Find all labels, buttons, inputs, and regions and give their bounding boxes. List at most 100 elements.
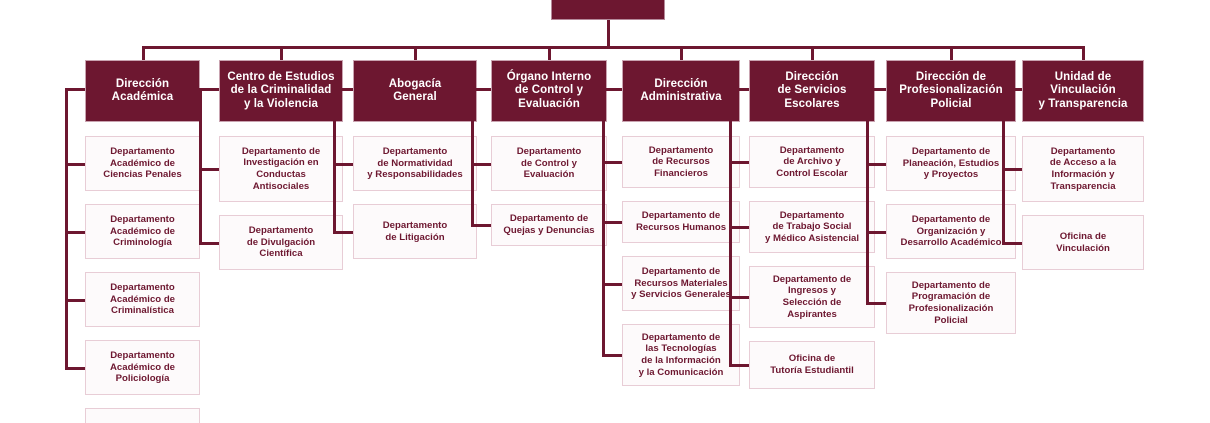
department-label: Departamento de Ingresos y Selección de …	[772, 273, 852, 320]
division-head-abogacia-general[interactable]: Abogacía General	[353, 60, 477, 122]
department-label: Oficina de Tutoría Estudiantil	[770, 353, 854, 376]
division-head-direccion-profesionalizacion-policial[interactable]: Dirección de Profesionalización Policial	[886, 60, 1016, 122]
division-head-direccion-administrativa[interactable]: Dirección Administrativa	[622, 60, 740, 122]
child-stub-connector	[729, 296, 749, 299]
division-head-label: Unidad de Vinculación y Transparencia	[1038, 70, 1128, 110]
division-head-label: Dirección Administrativa	[640, 77, 722, 104]
org-column-direccion-servicios-escolares: Dirección de Servicios Escolares	[749, 60, 875, 122]
division-head-direccion-servicios-escolares[interactable]: Dirección de Servicios Escolares	[749, 60, 875, 122]
child-stub-connector	[602, 221, 622, 224]
child-stub-connector	[471, 162, 491, 166]
child-stub-connector	[199, 168, 219, 171]
child-stub-connector	[602, 161, 622, 164]
org-column-organo-interno-control: Órgano Interno de Control y Evaluación	[491, 60, 607, 122]
bus-drop-connector	[950, 46, 953, 60]
department-box[interactable]: Departamento Académico de Policiología	[85, 340, 200, 395]
department-label: Departamento de Recursos Humanos	[635, 210, 727, 233]
child-stub-connector	[471, 224, 491, 227]
division-head-direccion-academica[interactable]: Dirección Académica	[85, 60, 200, 122]
child-stub-connector	[866, 230, 886, 234]
department-box[interactable]: Departamento de Recursos Financieros	[622, 136, 740, 188]
org-column-direccion-profesionalizacion-policial: Dirección de Profesionalización Policial	[886, 60, 1016, 122]
department-box[interactable]: Departamento de Investigación en Conduct…	[219, 136, 343, 202]
division-head-label: Dirección de Profesionalización Policial	[899, 70, 1003, 110]
department-box[interactable]: Departamento de Divulgación Científica	[219, 215, 343, 270]
department-label: Departamento de Litigación	[382, 219, 448, 243]
column-spine-connector	[199, 88, 202, 245]
department-label: Departamento Académico de Ciencias Penal…	[103, 146, 182, 181]
bus-drop-connector	[548, 46, 551, 60]
column-spine-connector	[471, 88, 474, 227]
division-head-label: Órgano Interno de Control y Evaluación	[506, 70, 592, 110]
department-label: Departamento de Archivo y Control Escola…	[776, 144, 848, 179]
child-stub-connector	[333, 162, 353, 166]
root-stem-connector	[607, 20, 610, 48]
department-label: Departamento de Normatividad y Responsab…	[367, 146, 463, 181]
department-box[interactable]: Departamento de Control y Evaluación	[491, 136, 607, 191]
org-column-direccion-academica: Dirección Académica	[85, 60, 200, 122]
department-box[interactable]: Departamento de Programación de Profesio…	[886, 272, 1016, 334]
department-box[interactable]: Departamento de Litigación	[353, 204, 477, 259]
head-elbow-connector	[471, 88, 491, 91]
root-node[interactable]	[551, 0, 665, 20]
bus-drop-connector	[680, 46, 683, 60]
column-spine-connector	[65, 88, 68, 370]
department-box[interactable]: Departamento de Planeación, Estudios y P…	[886, 136, 1016, 191]
department-label: Oficina de Vinculación	[1056, 230, 1110, 254]
bus-drop-connector	[414, 46, 417, 60]
child-stub-connector	[866, 162, 886, 166]
department-box[interactable]: Departamento de Acceso a la Información …	[1022, 136, 1144, 202]
department-box[interactable]	[85, 408, 200, 423]
column-spine-connector	[333, 88, 336, 234]
department-label: Departamento de Control y Evaluación	[516, 146, 582, 181]
department-box[interactable]: Departamento de Archivo y Control Escola…	[749, 136, 875, 188]
department-box[interactable]: Departamento de las Tecnologías de la In…	[622, 324, 740, 386]
horizontal-bus-connector	[142, 46, 1083, 49]
department-box[interactable]: Departamento de Quejas y Denuncias	[491, 204, 607, 246]
department-box[interactable]: Departamento de Ingresos y Selección de …	[749, 266, 875, 328]
column-spine-connector	[866, 88, 869, 305]
department-box[interactable]: Departamento Académico de Criminalística	[85, 272, 200, 327]
column-spine-connector	[602, 88, 605, 357]
division-head-label: Dirección Académica	[111, 77, 174, 104]
column-spine-connector	[1002, 88, 1005, 245]
child-stub-connector	[1002, 241, 1022, 245]
bus-drop-connector	[1082, 46, 1085, 60]
department-label: Departamento de Quejas y Denuncias	[503, 213, 595, 236]
child-stub-connector	[729, 364, 749, 367]
department-box[interactable]: Departamento de Normatividad y Responsab…	[353, 136, 477, 191]
child-stub-connector	[65, 298, 85, 302]
department-label: Departamento de Acceso a la Información …	[1049, 145, 1117, 192]
child-stub-connector	[1002, 168, 1022, 171]
division-head-label: Abogacía General	[388, 77, 442, 104]
department-box[interactable]: Departamento de Recursos Humanos	[622, 201, 740, 243]
bus-drop-connector	[811, 46, 814, 60]
department-label: Departamento de Programación de Profesio…	[908, 279, 994, 326]
department-label: Departamento de Divulgación Científica	[246, 225, 316, 260]
bus-drop-connector	[141, 46, 145, 60]
department-box[interactable]: Departamento de Recursos Materiales y Se…	[622, 256, 740, 311]
org-column-centro-estudios-criminalidad: Centro de Estudios de la Criminalidad y …	[219, 60, 343, 122]
department-box[interactable]: Departamento de Trabajo Social y Médico …	[749, 201, 875, 253]
division-head-unidad-vinculacion-transparencia[interactable]: Unidad de Vinculación y Transparencia	[1022, 60, 1144, 122]
department-box[interactable]: Oficina de Vinculación	[1022, 215, 1144, 270]
department-box[interactable]: Departamento Académico de Criminología	[85, 204, 200, 259]
head-elbow-connector	[1002, 88, 1022, 91]
child-stub-connector	[65, 366, 85, 370]
department-box[interactable]: Oficina de Tutoría Estudiantil	[749, 341, 875, 389]
child-stub-connector	[65, 230, 85, 234]
department-label: Departamento Académico de Criminología	[109, 214, 176, 249]
org-column-direccion-administrativa: Dirección Administrativa	[622, 60, 740, 122]
column-spine-connector	[729, 88, 732, 367]
department-box[interactable]: Departamento de Organización y Desarroll…	[886, 204, 1016, 259]
division-head-organo-interno-control[interactable]: Órgano Interno de Control y Evaluación	[491, 60, 607, 122]
division-head-centro-estudios-criminalidad[interactable]: Centro de Estudios de la Criminalidad y …	[219, 60, 343, 122]
department-label: Departamento de Recursos Financieros	[648, 144, 714, 179]
org-column-unidad-vinculacion-transparencia: Unidad de Vinculación y Transparencia	[1022, 60, 1144, 122]
child-stub-connector	[602, 354, 622, 357]
department-box[interactable]: Departamento Académico de Ciencias Penal…	[85, 136, 200, 191]
org-column-abogacia-general: Abogacía General	[353, 60, 477, 122]
division-head-label: Dirección de Servicios Escolares	[777, 70, 847, 110]
department-label: Departamento de Planeación, Estudios y P…	[902, 146, 1000, 181]
